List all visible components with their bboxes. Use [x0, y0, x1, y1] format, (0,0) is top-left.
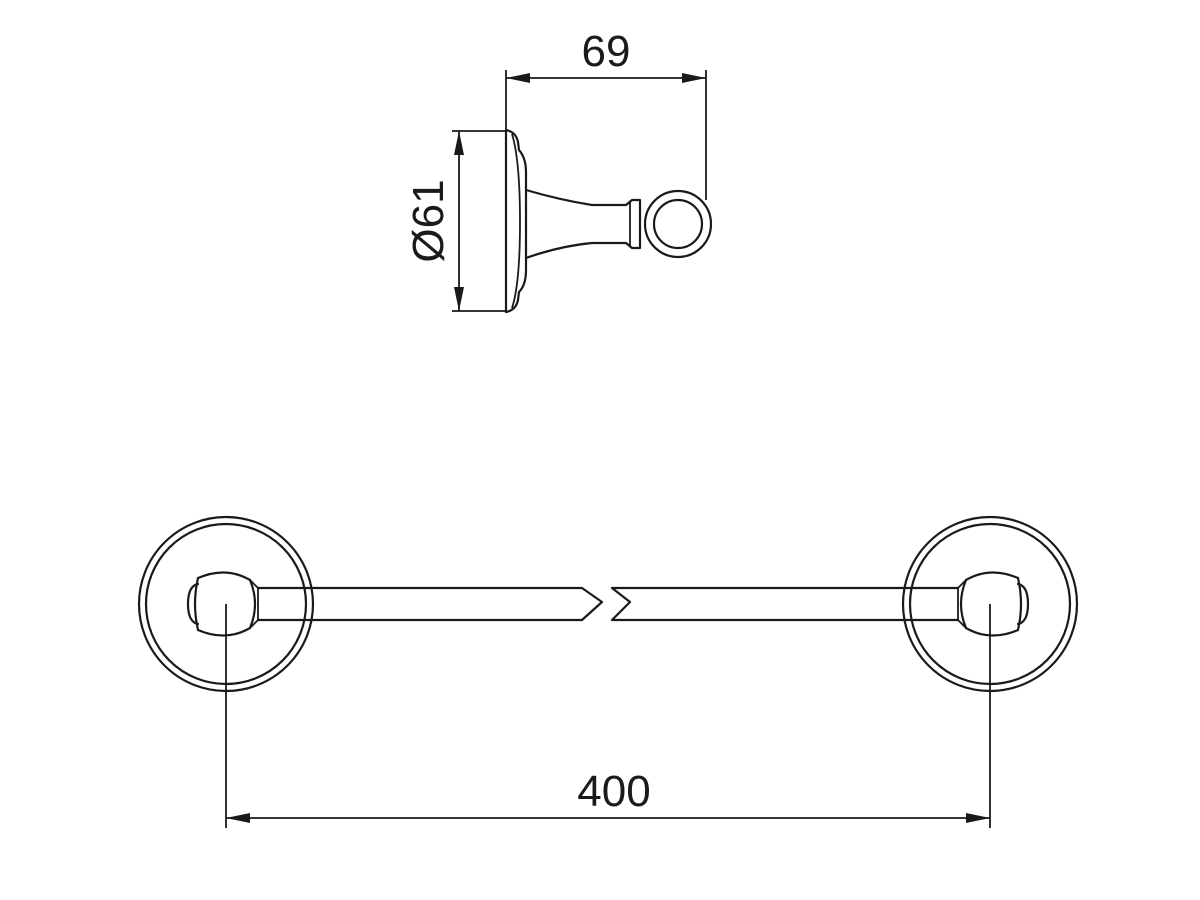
- dimension-projection: 69: [505, 27, 707, 200]
- arrow-right: [682, 73, 706, 83]
- dimension-label-projection: 69: [582, 27, 631, 76]
- side-view: 69 Ø61: [404, 27, 713, 314]
- right-knob: [959, 571, 1023, 637]
- arrow-left-400: [226, 813, 250, 823]
- rosette-inner-profile: [511, 133, 521, 309]
- dimension-label-length: 400: [577, 767, 650, 816]
- arrow-top: [454, 131, 464, 155]
- arrow-right-400: [966, 813, 990, 823]
- dimension-label-diameter: Ø61: [404, 179, 453, 262]
- front-view: 400: [137, 515, 1079, 828]
- arm-profile: [524, 188, 642, 260]
- bar-left-section: [256, 586, 604, 622]
- bar-right-section: [610, 586, 960, 622]
- left-knob: [193, 571, 257, 637]
- dimension-diameter: Ø61: [404, 130, 506, 312]
- left-knob-collar: [249, 579, 259, 629]
- arrow-bottom: [454, 287, 464, 311]
- bar-ring-outer: [643, 189, 713, 259]
- bar-ring-inner: [652, 198, 704, 250]
- dimension-length: 400: [225, 604, 991, 828]
- arrow-left: [506, 73, 530, 83]
- left-end-cap: [186, 582, 200, 626]
- right-knob-collar: [957, 579, 967, 629]
- right-end-cap: [1016, 582, 1030, 626]
- rosette-profile: [504, 128, 528, 314]
